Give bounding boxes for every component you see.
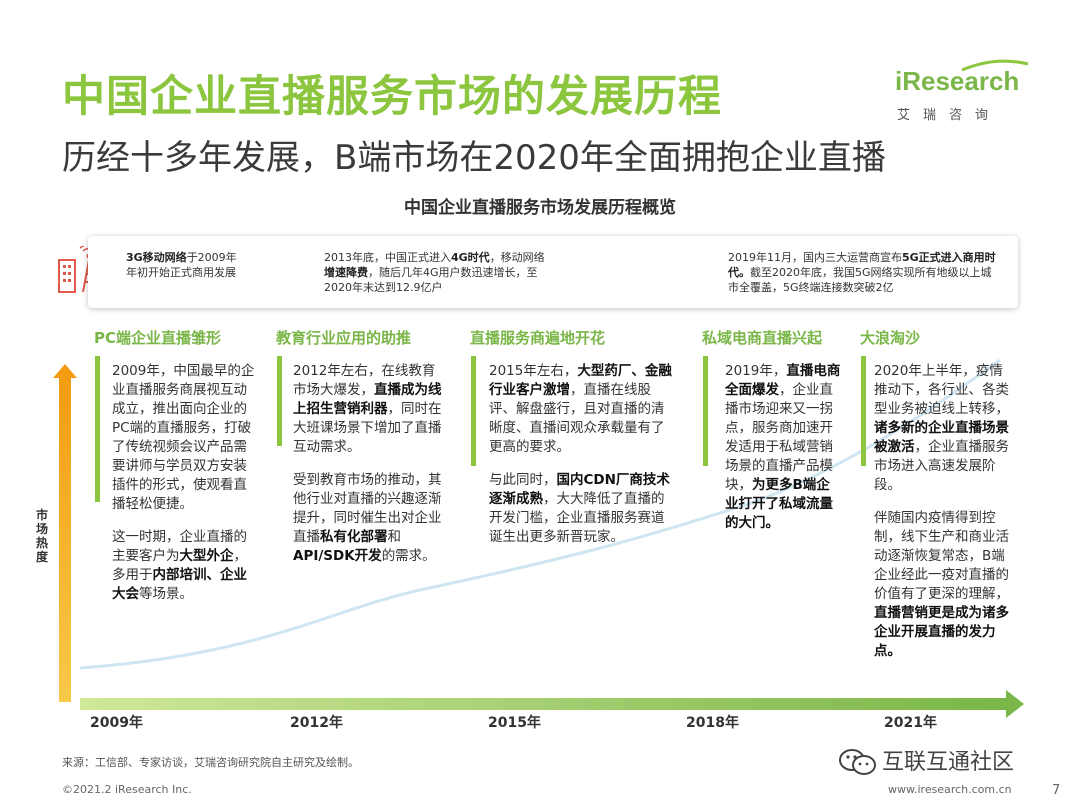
y-axis-bar bbox=[59, 376, 71, 702]
phase-cons-para1: 2020年上半年，疫情推动下，各行业、各类型业务被迫线上转移，诸多新的企业直播场… bbox=[874, 363, 1009, 493]
x-axis-bar bbox=[80, 698, 1008, 710]
x-tick-2009: 2009年 bbox=[90, 715, 143, 731]
phase-title-providers: 直播服务商遍地开花 bbox=[470, 329, 606, 347]
market-heat-curve bbox=[79, 358, 1001, 670]
milestone-4g: 2013年底，中国正式进入4G时代，移动网络增速降费，随后几年4G用户数迅速增长… bbox=[324, 251, 545, 294]
milestone-3g: 3G移动网络于2009年年初开始正式商用发展 bbox=[126, 251, 237, 279]
network-milestones-panel: 3G移动网络于2009年年初开始正式商用发展 2013年底，中国正式进入4G时代… bbox=[88, 236, 1018, 308]
source-note: 来源：工信部、专家访谈，艾瑞咨询研究院自主研究及绘制。 bbox=[62, 756, 359, 769]
page-title: 中国企业直播服务市场的发展历程 bbox=[62, 72, 722, 122]
milestone-5g: 2019年11月，国内三大运营商宣布5G正式进入商用时代。截至2020年底，我国… bbox=[728, 251, 996, 294]
phase-text-pc: 2009年，中国最早的企业直播服务商展视互动成立，推出面向企业的PC端的直播服务… bbox=[112, 362, 258, 618]
iresearch-logo: iResearch bbox=[895, 66, 1020, 96]
phase-text-providers: 2015年左右，大型药厂、金融行业客户激增，直播在线股评、解盘盛行，且对直播的清… bbox=[489, 362, 675, 561]
website-link[interactable]: www.iresearch.com.cn bbox=[888, 783, 1012, 796]
phase-title-consolidation: 大浪淘沙 bbox=[860, 329, 921, 347]
phase-edu-para1: 2012年左右，在线教育市场大爆发，直播成为线上招生营销利器，同时在大班课场景下… bbox=[293, 363, 442, 455]
phase-priv-para1: 2019年，直播电商全面爆发，企业直播市场迎来又一拐点，服务商加速开发适用于私域… bbox=[725, 363, 841, 531]
x-tick-2015: 2015年 bbox=[488, 715, 541, 731]
phase-prov-para1: 2015年左右，大型药厂、金融行业客户激增，直播在线股评、解盘盛行，且对直播的清… bbox=[489, 363, 672, 455]
y-axis-label: 市场热度 bbox=[35, 508, 48, 564]
logo-chinese-name: 艾瑞咨询 bbox=[897, 108, 1002, 123]
phase-pc-para1: 2009年，中国最早的企业直播服务商展视互动成立，推出面向企业的PC端的直播服务… bbox=[112, 363, 255, 512]
chart-title: 中国企业直播服务市场发展历程概览 bbox=[404, 198, 676, 218]
phase-bar-1 bbox=[95, 356, 100, 502]
phase-title-pc: PC端企业直播雏形 bbox=[94, 329, 222, 347]
x-tick-2012: 2012年 bbox=[290, 715, 343, 731]
x-axis-arrow bbox=[1006, 690, 1024, 718]
page-subtitle: 历经十多年发展，B端市场在2020年全面拥抱企业直播 bbox=[62, 138, 886, 178]
page-number: 7 bbox=[1052, 783, 1061, 798]
wechat-icon bbox=[839, 749, 876, 775]
x-tick-2018: 2018年 bbox=[686, 715, 739, 731]
phase-text-private-domain: 2019年，直播电商全面爆发，企业直播市场迎来又一拐点，服务商加速开发适用于私域… bbox=[725, 362, 841, 547]
phase-bar-4 bbox=[703, 356, 708, 466]
phase-title-private-domain: 私域电商直播兴起 bbox=[702, 329, 823, 347]
copyright: ©2021.2 iResearch Inc. bbox=[62, 783, 192, 796]
phase-bar-5 bbox=[861, 356, 866, 466]
phase-cons-para2: 伴随国内疫情得到控制，线下生产和商业活动逐渐恢复常态，B端企业经此一疫对直播的价… bbox=[874, 510, 1009, 659]
phase-edu-para2: 受到教育市场的推动，其他行业对直播的兴趣逐渐提升，同时催生出对企业直播私有化部署… bbox=[293, 472, 442, 564]
phase-bar-3 bbox=[471, 356, 476, 466]
phase-prov-para2: 与此同时，国内CDN厂商技术逐渐成熟，大大降低了直播的开发门槛，企业直播服务赛道… bbox=[489, 472, 670, 545]
phase-bar-2 bbox=[277, 356, 282, 446]
watermark-text: 互联互通社区 bbox=[882, 750, 1015, 775]
logo-swoosh-icon bbox=[961, 59, 1029, 72]
x-tick-2021: 2021年 bbox=[884, 715, 937, 731]
phase-text-consolidation: 2020年上半年，疫情推动下，各行业、各类型业务被迫线上转移，诸多新的企业直播场… bbox=[874, 362, 1014, 675]
phase-text-education: 2012年左右，在线教育市场大爆发，直播成为线上招生营销利器，同时在大班课场景下… bbox=[293, 362, 445, 580]
y-axis-arrow bbox=[53, 364, 77, 378]
phase-pc-para2: 这一时期，企业直播的主要客户为大型外企，多用于内部培训、企业大会等场景。 bbox=[112, 529, 247, 602]
phase-title-education: 教育行业应用的助推 bbox=[276, 329, 412, 347]
